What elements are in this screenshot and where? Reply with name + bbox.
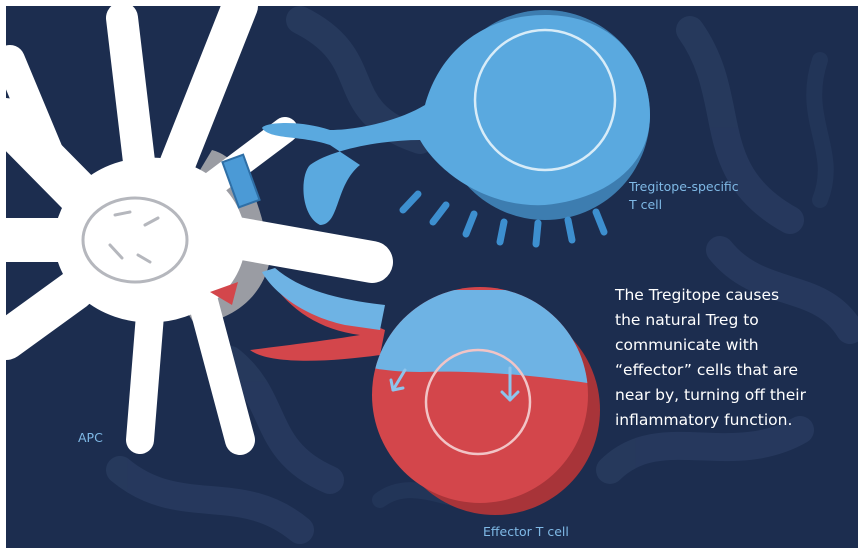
treg-label-line2: T cell [628,197,662,212]
caption-line-5: near by, turning off their [615,386,807,404]
apc-nucleus [83,198,187,282]
treg-label-line1: Tregitope-specific [628,179,739,194]
caption-line-1: The Tregitope causes [614,286,779,304]
effector-label: Effector T cell [483,524,569,539]
caption-line-4: “effector” cells that are [615,361,798,379]
caption-line-2: the natural Treg to [615,311,759,329]
apc-label: APC [78,430,103,445]
caption-line-6: inflammatory function. [615,411,792,429]
caption-line-3: communicate with [615,336,759,354]
